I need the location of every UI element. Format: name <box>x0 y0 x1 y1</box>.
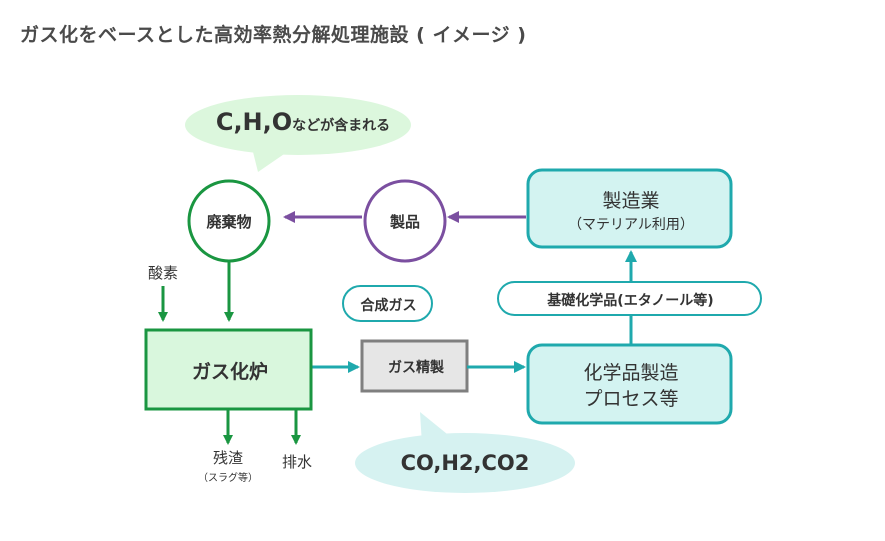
gasifier-label: ガス化炉 <box>191 361 268 383</box>
gas-refining-node <box>360 339 469 393</box>
waste-label: 廃棄物 <box>206 213 252 231</box>
chem-process-line2: プロセス等 <box>583 388 679 410</box>
product-node <box>363 179 447 263</box>
manufacturing-node <box>526 168 733 249</box>
residue-sublabel: （スラグ等） <box>198 473 258 484</box>
wastewater-label: 排水 <box>281 453 312 471</box>
elements-bubble-text: C,H,Oなどが含まれる <box>208 108 398 136</box>
product-label: 製品 <box>389 213 420 231</box>
manufacturing-title: 製造業 <box>602 190 660 212</box>
elements-prefix: C,H,O <box>215 108 293 136</box>
elements-suffix: などが含まれる <box>292 118 391 134</box>
diagram-title: ガス化をベースとした高効率熱分解処理施設 ( イメージ ) <box>20 24 527 46</box>
gasifier-node <box>144 328 313 411</box>
syngas-label: 合成ガス <box>360 298 417 314</box>
gases-speech-bubble <box>355 412 575 493</box>
basic-chemicals-label: 基礎化学品(エタノール等) <box>547 293 714 309</box>
gas-refining-label: ガス精製 <box>388 360 444 376</box>
chem-process-node <box>526 343 733 425</box>
gases-bubble-text: CO,H2,CO2 <box>400 451 530 475</box>
residue-label: 残渣 <box>212 449 243 467</box>
chem-process-line1: 化学品製造 <box>583 362 679 384</box>
elements-speech-bubble <box>185 95 411 172</box>
manufacturing-subtitle: （マテリアル利用） <box>568 217 694 233</box>
syngas-pill <box>342 285 433 322</box>
oxygen-label: 酸素 <box>147 264 178 282</box>
